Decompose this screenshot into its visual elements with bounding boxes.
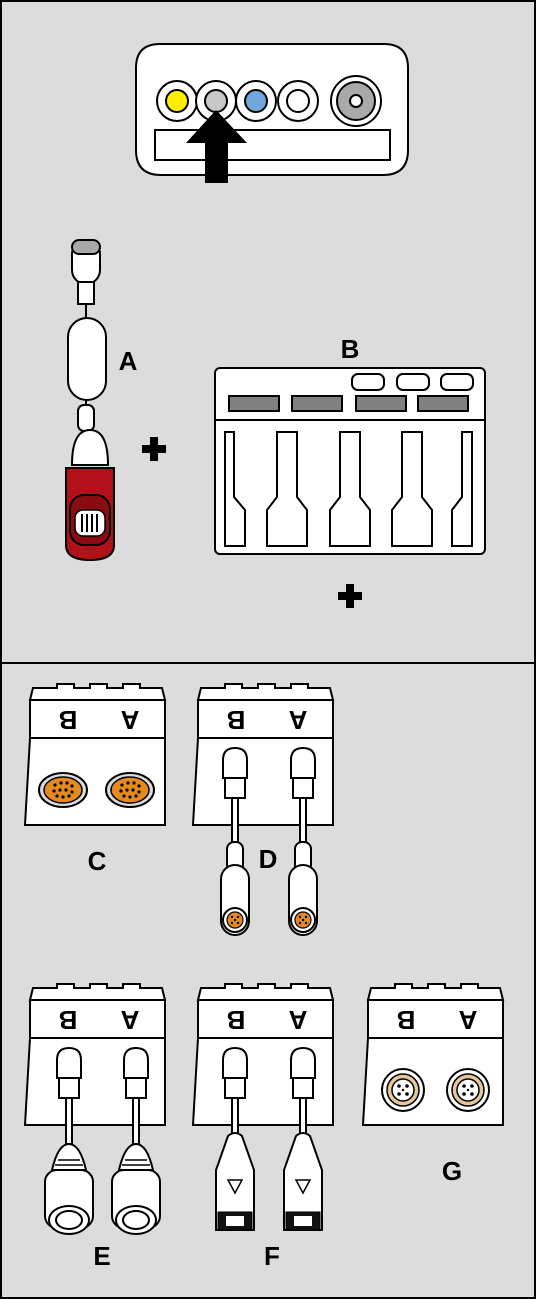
module-d: B A: [191, 683, 334, 936]
cable-a: [65, 239, 115, 562]
yellow-socket: [165, 89, 189, 113]
module-g: B A: [361, 983, 504, 1126]
module-letter-b: B: [59, 1005, 78, 1035]
module-e: B A: [23, 983, 166, 1235]
gray-socket: [204, 89, 228, 113]
module-c: B A: [23, 683, 166, 826]
module-f: B A: [191, 983, 334, 1231]
holder-b: [214, 367, 486, 555]
up-arrow-icon: [186, 110, 247, 183]
module-letter-a: A: [288, 1005, 307, 1035]
label-d: D: [259, 844, 278, 874]
module-letter-b: B: [227, 705, 246, 735]
label-b: B: [341, 334, 360, 364]
label-f: F: [264, 1241, 280, 1271]
label-slot: [154, 129, 391, 161]
label-a: A: [119, 346, 138, 376]
label-e: E: [93, 1241, 110, 1271]
module-letter-a: A: [288, 705, 307, 735]
module-letter-b: B: [59, 705, 78, 735]
blue-socket: [244, 89, 268, 113]
module-letter-b: B: [397, 1005, 416, 1035]
module-letter-a: A: [120, 705, 139, 735]
module-letter-b: B: [227, 1005, 246, 1035]
monitor-socket-panel: [135, 43, 409, 176]
module-letter-a: A: [458, 1005, 477, 1035]
label-c: C: [88, 846, 107, 876]
label-g: G: [442, 1156, 462, 1186]
white-socket: [286, 89, 310, 113]
module-letter-a: A: [120, 1005, 139, 1035]
